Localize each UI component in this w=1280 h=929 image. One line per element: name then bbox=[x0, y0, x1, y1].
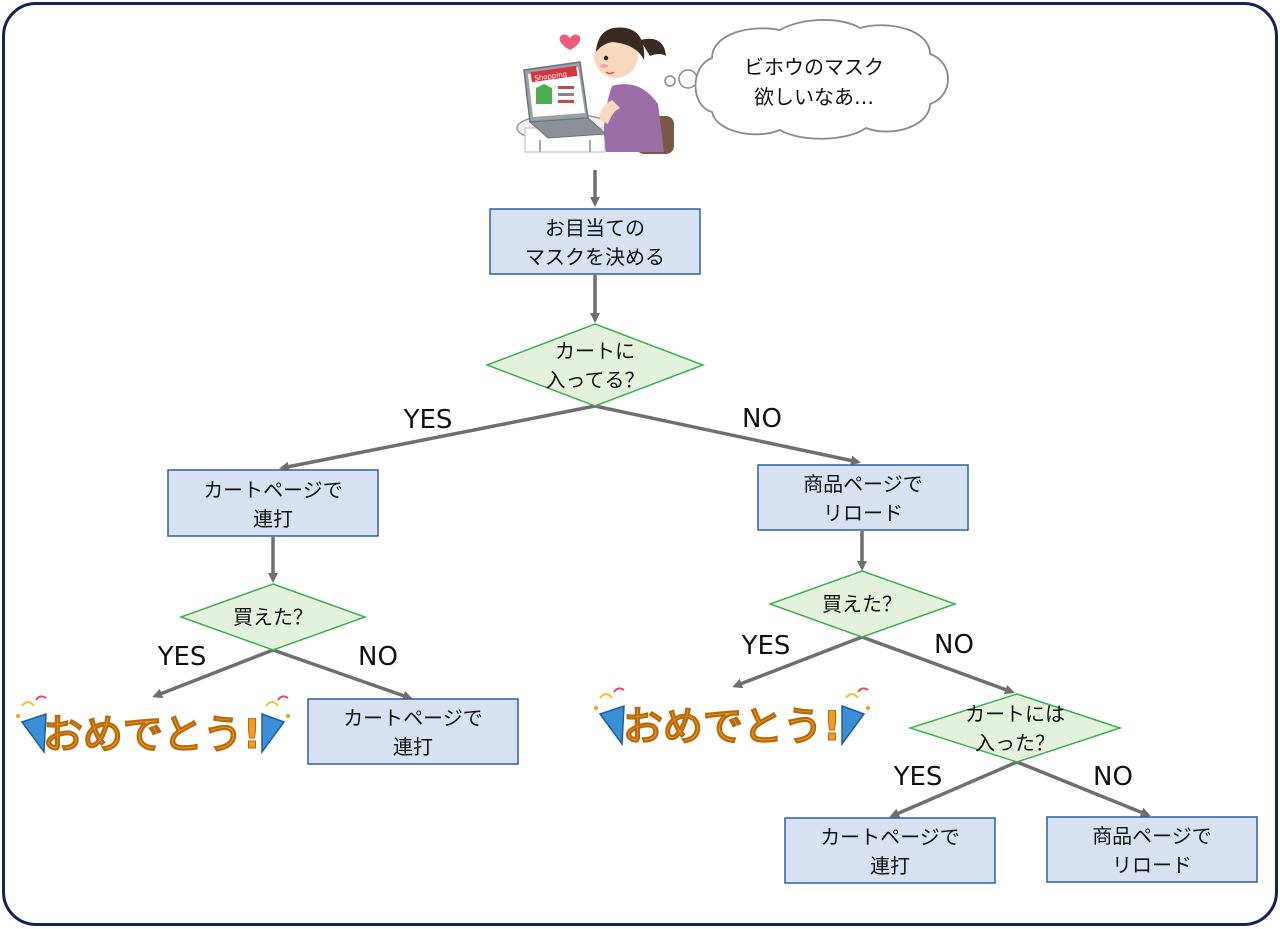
process-label-line1: カートページで bbox=[203, 478, 343, 502]
process-decide-mask: お目当ての マスクを決める bbox=[489, 208, 701, 275]
process-reload-right: 商品ページで リロード bbox=[757, 464, 969, 531]
flow-edges bbox=[152, 170, 1151, 818]
heart-icon bbox=[559, 34, 581, 50]
process-cart-spam-left-no: カートページで 連打 bbox=[307, 698, 519, 765]
decision-bought-right: 買えた？ bbox=[767, 570, 958, 638]
thought-bubble-line2: 欲しいなあ… bbox=[754, 85, 874, 109]
decision-label-line1: カートに bbox=[555, 339, 635, 363]
decision-label-line2: 入った？ bbox=[975, 731, 1055, 755]
edge-label-right-yes: YES bbox=[741, 631, 791, 661]
decision-label-line1: カートには bbox=[965, 702, 1065, 726]
celebration-text: おめでとう! bbox=[43, 712, 261, 758]
edge-label-top-yes: YES bbox=[403, 405, 453, 435]
celebration-text: おめでとう! bbox=[623, 704, 841, 750]
process-label-line2: 連打 bbox=[870, 854, 910, 878]
decision-label-line2: 入ってる？ bbox=[546, 368, 645, 392]
party-popper-icon bbox=[261, 695, 290, 755]
edge-incart-no bbox=[594, 404, 861, 466]
edge-incart2-no bbox=[1016, 760, 1151, 818]
edge-bought-left-yes bbox=[152, 648, 274, 699]
party-popper-icon bbox=[841, 687, 870, 747]
edge-label-bottom-no: NO bbox=[1093, 762, 1133, 792]
edge-label-left-yes: YES bbox=[157, 642, 207, 672]
process-label-line1: 商品ページで bbox=[803, 472, 923, 496]
process-label-line2: 連打 bbox=[393, 735, 433, 759]
decision-label-line1: 買えた？ bbox=[822, 592, 902, 616]
edge-bought-right-no bbox=[861, 635, 1015, 695]
process-label-line1: お目当ての bbox=[545, 216, 645, 240]
decision-in-cart: カートに 入ってる？ bbox=[484, 323, 706, 407]
thought-bubble: ビホウのマスク 欲しいなあ… bbox=[664, 19, 949, 140]
edge-label-bottom-yes: YES bbox=[893, 762, 943, 792]
edge-label-left-no: NO bbox=[358, 642, 398, 672]
process-cart-spam-right-yes: カートページで 連打 bbox=[784, 817, 996, 884]
process-label-line2: リロード bbox=[1112, 853, 1192, 877]
edge-incart-yes bbox=[279, 404, 596, 472]
celebration-left: おめでとう! bbox=[16, 695, 290, 759]
process-label-line2: マスクを決める bbox=[525, 245, 665, 269]
process-label-line1: カートページで bbox=[820, 825, 960, 849]
decision-label-line1: 買えた？ bbox=[233, 605, 313, 629]
edge-label-top-no: NO bbox=[742, 404, 782, 434]
party-popper-icon bbox=[594, 687, 625, 747]
edge-bought-right-yes bbox=[732, 635, 863, 689]
decision-in-cart-second: カートには 入った？ bbox=[907, 693, 1123, 763]
process-label-line1: カートページで bbox=[343, 706, 483, 730]
thought-bubble-line1: ビホウのマスク bbox=[744, 55, 884, 79]
process-reload-right-no: 商品ページで リロード bbox=[1046, 816, 1258, 883]
process-label-line2: 連打 bbox=[253, 507, 293, 531]
edge-bought-left-no bbox=[272, 648, 413, 701]
process-label-line1: 商品ページで bbox=[1092, 824, 1212, 848]
process-label-line2: リロード bbox=[823, 501, 903, 525]
process-cart-spam-left: カートページで 連打 bbox=[167, 469, 379, 537]
party-popper-icon bbox=[16, 695, 47, 755]
shopping-woman-illustration: Shopping bbox=[516, 27, 674, 154]
decision-bought-left: 買えた？ bbox=[178, 583, 368, 651]
edge-label-right-no: NO bbox=[934, 630, 974, 660]
celebration-right: おめでとう! bbox=[594, 687, 870, 751]
edge-incart2-yes bbox=[889, 760, 1018, 818]
